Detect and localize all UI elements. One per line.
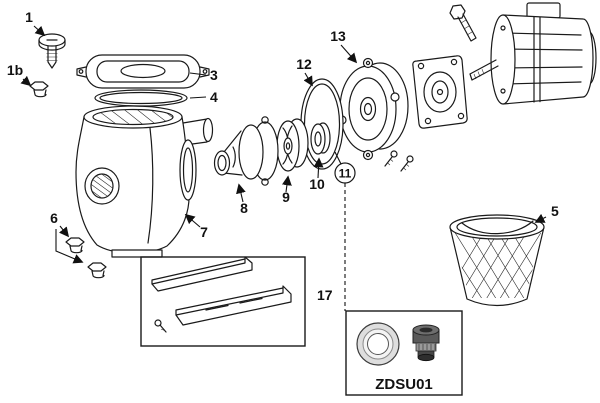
callout-11-seal-assembly: 11 xyxy=(334,151,356,311)
leader-13 xyxy=(340,44,358,64)
seal-kit-box: ZDSU01 xyxy=(345,310,463,396)
motor-mounting-plate xyxy=(412,55,468,129)
leader-5 xyxy=(534,213,547,223)
part-3-strainer-cover xyxy=(76,54,210,89)
callout-6: 6 xyxy=(50,210,58,226)
callout-13: 13 xyxy=(330,28,346,44)
shaft-seal xyxy=(412,324,440,362)
leader-6b xyxy=(55,229,84,264)
leader-8 xyxy=(236,183,246,203)
part-17-base-assembly xyxy=(140,256,306,347)
part-10-seal-ring xyxy=(310,122,331,155)
seal-plate-screw-a xyxy=(384,150,398,167)
motor-shaft xyxy=(469,59,499,81)
leader-12 xyxy=(303,72,313,87)
part-13-seal-plate xyxy=(337,57,409,161)
leader-4 xyxy=(189,96,207,99)
callout-5: 5 xyxy=(551,203,559,219)
motor xyxy=(469,2,597,105)
basket-handle xyxy=(461,220,534,235)
seal-kit-code: ZDSU01 xyxy=(375,376,433,393)
leader-11 xyxy=(334,151,342,165)
base-screw xyxy=(154,319,167,333)
leader-1 xyxy=(33,25,46,37)
leader-1b xyxy=(20,75,32,87)
part-5-strainer-basket xyxy=(449,214,545,307)
callout-4: 4 xyxy=(210,89,218,105)
seal-seat xyxy=(356,322,400,366)
callout-8: 8 xyxy=(240,200,248,216)
callout-11: 11 xyxy=(339,167,352,181)
leader-7 xyxy=(184,213,201,228)
leader-10 xyxy=(313,157,324,179)
leader-6a xyxy=(58,225,70,238)
part-6-drain-plugs xyxy=(65,237,107,279)
part-8-diffuser xyxy=(213,116,279,186)
callout-12: 12 xyxy=(296,56,312,72)
callout-9: 9 xyxy=(282,189,290,205)
callout-1b: 1b xyxy=(7,62,23,78)
callout-1: 1 xyxy=(25,9,33,25)
part-1-drain-plug xyxy=(38,33,66,69)
callout-7: 7 xyxy=(200,224,208,240)
part-9-impeller xyxy=(276,118,309,172)
callout-10: 10 xyxy=(309,176,325,192)
callout-17: 17 xyxy=(317,287,333,303)
callouts: 1 1b 3 4 5 6 7 8 9 10 12 13 17 xyxy=(7,9,559,303)
part-4-cover-gasket xyxy=(94,89,188,107)
leader-3 xyxy=(189,72,207,76)
motor-conduit-box xyxy=(526,2,561,19)
part-1b-pipe-plug xyxy=(29,81,49,98)
mounting-bolt xyxy=(449,4,477,42)
callout-3: 3 xyxy=(210,67,218,83)
leader-9 xyxy=(282,175,292,193)
seal-plate-screw-b xyxy=(400,155,414,172)
part-7-pump-housing xyxy=(75,105,214,258)
